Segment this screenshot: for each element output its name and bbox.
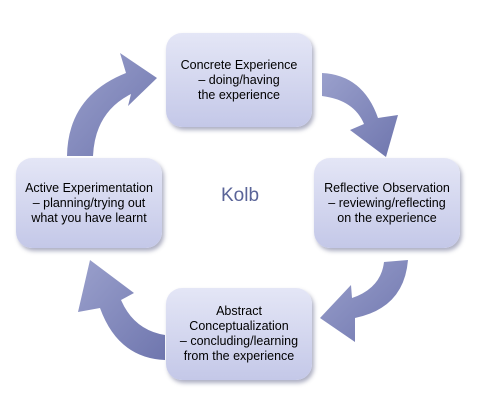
stage-abstract-line-4: from the experience — [183, 349, 295, 363]
stage-active-line-1: Active Experimentation — [25, 180, 153, 195]
stage-active-line-2: – planning/trying out — [32, 195, 146, 210]
stage-reflective-line-1: Reflective Observation — [324, 180, 450, 195]
arrow-abstract-to-active-icon — [78, 260, 165, 360]
stage-concrete-experience: Concrete Experience – doing/having the e… — [166, 33, 312, 127]
stage-abstract-line-2: Conceptualization — [189, 319, 289, 333]
stage-reflective-line-3: on the experience — [337, 210, 437, 225]
stage-abstract-conceptualization: Abstract Conceptualization – concluding/… — [166, 288, 312, 380]
stage-abstract-line-1: Abstract — [216, 304, 262, 318]
stage-concrete-line-1: Concrete Experience — [180, 57, 298, 72]
arrow-concrete-to-reflective-icon — [322, 73, 398, 157]
arrow-reflective-to-abstract-icon — [320, 260, 408, 342]
stage-reflective-observation: Reflective Observation – reviewing/refle… — [314, 158, 460, 248]
stage-concrete-line-3: the experience — [197, 87, 280, 102]
stage-reflective-line-2: – reviewing/reflecting — [328, 195, 446, 210]
stage-concrete-line-2: – doing/having — [198, 72, 280, 87]
stage-abstract-line-3: – concluding/learning — [179, 334, 299, 348]
stage-active-line-3: what you have learnt — [31, 210, 147, 225]
center-label: Kolb — [220, 185, 260, 206]
arrow-active-to-concrete-icon — [67, 53, 157, 156]
stage-active-experimentation: Active Experimentation – planning/trying… — [16, 158, 162, 248]
